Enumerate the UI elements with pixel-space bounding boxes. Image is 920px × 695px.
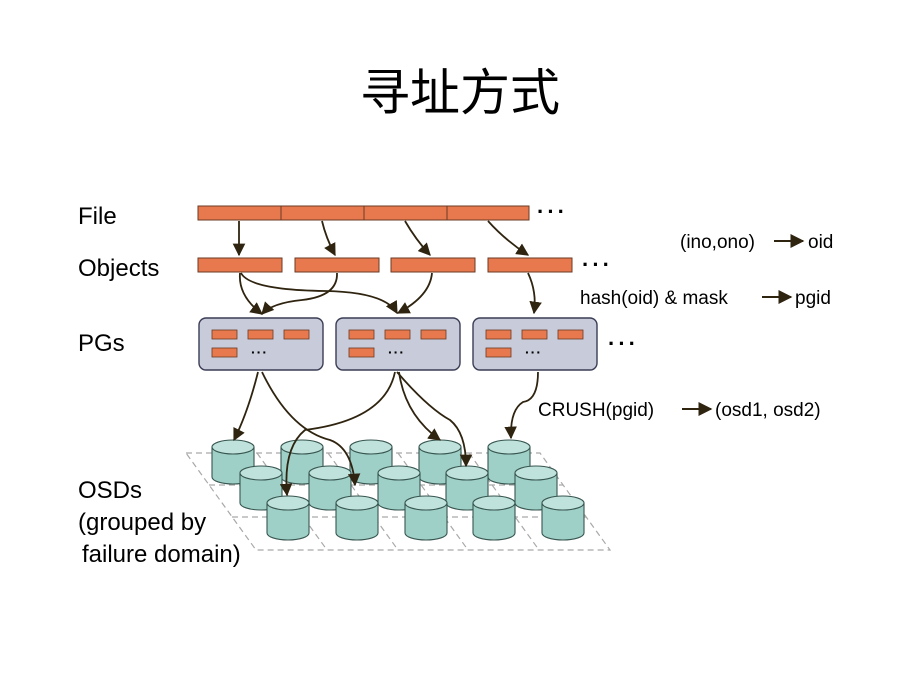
page-title: 寻址方式 xyxy=(360,64,560,122)
pg-object xyxy=(348,329,375,340)
pg-box: ··· xyxy=(335,317,461,371)
pg-to-osd-arrow xyxy=(396,371,473,468)
object-to-pg-arrow xyxy=(527,272,542,315)
mapping-from: (ino,ono) xyxy=(680,232,755,253)
object-to-pg-arrow xyxy=(396,272,433,314)
osd-cylinder-top xyxy=(335,495,379,511)
file-to-object-arrow xyxy=(321,220,336,257)
file-to-object-arrow xyxy=(404,220,431,256)
object-to-pg-arrow xyxy=(240,272,398,315)
pg-object xyxy=(211,329,238,340)
osd-cylinder-top xyxy=(472,495,516,511)
pg-box: ··· xyxy=(198,317,324,371)
label-osds-failure-domain: failure domain) xyxy=(82,541,241,568)
osd-cylinder-body xyxy=(541,502,585,541)
osd-cylinder-top xyxy=(418,439,462,455)
pg-to-osd-arrow xyxy=(279,371,396,497)
mapping-to: pgid xyxy=(795,288,831,309)
pg-object xyxy=(485,329,512,340)
label-osds: OSDs xyxy=(78,477,142,504)
osd-cylinder-icon xyxy=(266,495,310,541)
label-osds-grouped: (grouped by xyxy=(78,509,206,536)
osd-cylinder-icon xyxy=(541,495,585,541)
file-segment xyxy=(446,205,530,221)
pg-box: ··· xyxy=(472,317,598,371)
osd-cylinder-body xyxy=(404,502,448,541)
pg-object xyxy=(283,329,310,340)
file-to-object-arrow xyxy=(487,220,530,256)
objects-ellipsis: ··· xyxy=(582,252,613,277)
pg-object xyxy=(557,329,584,340)
pg-to-osd-arrow xyxy=(398,371,442,441)
pg-to-osd-arrow xyxy=(233,371,259,442)
mapping-to: (osd1, osd2) xyxy=(715,400,821,421)
objects-row xyxy=(197,257,573,273)
pg-ellipsis: ··· xyxy=(251,344,268,360)
pg-object xyxy=(348,347,375,358)
mapping-oid-to-pgid: hash(oid) & mask pgid xyxy=(580,288,831,309)
pg-ellipsis: ··· xyxy=(388,344,405,360)
pg-object xyxy=(247,329,274,340)
osd-cylinder-icon xyxy=(335,495,379,541)
label-pgs: PGs xyxy=(78,330,125,357)
osd-cylinder-top xyxy=(445,465,489,481)
mapping-to: oid xyxy=(808,232,833,253)
osd-cylinder-top xyxy=(211,439,255,455)
pgs-ellipsis: ··· xyxy=(608,331,639,356)
pg-ellipsis: ··· xyxy=(525,344,542,360)
pg-object xyxy=(420,329,447,340)
osd-cylinder-top xyxy=(514,465,558,481)
osd-cylinder-icon xyxy=(404,495,448,541)
pg-object xyxy=(211,347,238,358)
osd-cylinder-top xyxy=(377,465,421,481)
osd-cylinder-body xyxy=(335,502,379,541)
osd-cylinder-body xyxy=(472,502,516,541)
pg-to-osd-arrow xyxy=(504,371,539,440)
object-block xyxy=(487,257,573,273)
pg-to-osd-arrow xyxy=(261,371,361,487)
pg-object xyxy=(485,347,512,358)
osd-cylinder-icon xyxy=(472,495,516,541)
osd-cylinder-top xyxy=(239,465,283,481)
osd-cylinder-top xyxy=(487,439,531,455)
object-to-pg-arrow xyxy=(261,272,338,315)
mapping-from: hash(oid) & mask xyxy=(580,288,728,309)
osd-cylinders xyxy=(211,439,585,541)
file-segment xyxy=(197,205,282,221)
osd-cylinder-top xyxy=(404,495,448,511)
object-to-pg-arrow xyxy=(239,272,264,315)
file-segment xyxy=(363,205,448,221)
osd-cylinder-top xyxy=(280,439,324,455)
file-bar xyxy=(197,205,530,221)
object-block xyxy=(294,257,380,273)
mapping-from: CRUSH(pgid) xyxy=(538,400,654,421)
mapping-pgid-to-osds: CRUSH(pgid) (osd1, osd2) xyxy=(538,400,821,421)
file-segment xyxy=(280,205,365,221)
osd-cylinder-top xyxy=(308,465,352,481)
mapping-ino-to-oid: (ino,ono) oid xyxy=(680,232,833,253)
object-block xyxy=(390,257,476,273)
pg-object xyxy=(384,329,411,340)
pg-object xyxy=(521,329,548,340)
file-ellipsis: ··· xyxy=(537,199,568,224)
osd-cylinder-top xyxy=(349,439,393,455)
osd-cylinder-body xyxy=(266,502,310,541)
osd-cylinder-top xyxy=(266,495,310,511)
label-objects: Objects xyxy=(78,255,159,282)
object-block xyxy=(197,257,283,273)
label-file: File xyxy=(78,203,117,230)
osd-cylinder-top xyxy=(541,495,585,511)
